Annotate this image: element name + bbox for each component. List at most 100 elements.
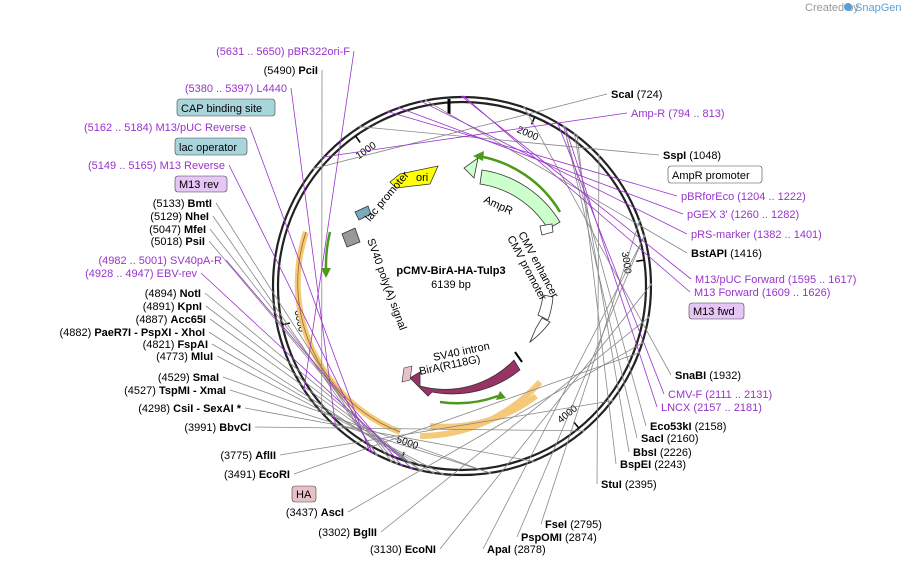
primer-range: (1260 .. 1282): [731, 209, 800, 221]
site-dot: [390, 460, 393, 463]
ampr-promoter-label-box: [667, 165, 763, 184]
enzyme-label-smai: (4529) SmaI: [158, 372, 219, 384]
enzyme-position: (1048): [689, 150, 721, 162]
enzyme-name: SmaI: [193, 372, 219, 384]
plasmid-length: 6139 bp: [431, 279, 471, 291]
leader-line: [516, 235, 645, 538]
primer-name: M13/pUC Reverse: [156, 122, 246, 134]
leader-line: [290, 87, 337, 427]
enzyme-name: BspEI: [620, 459, 654, 471]
enzyme-position: (4527): [124, 385, 159, 397]
enzyme-name: EcoRI: [259, 469, 290, 481]
site-dot: [400, 463, 403, 467]
leader-line: [323, 112, 628, 158]
site-dot: [488, 471, 491, 475]
leader-line: [574, 134, 630, 453]
tick-mark: [354, 135, 361, 143]
enzyme-position: (3130): [370, 544, 405, 556]
sv40-intron-marker: [514, 351, 523, 363]
site-dot: [410, 466, 413, 470]
enzyme-position: (3991): [184, 422, 219, 434]
site-dot: [597, 154, 601, 157]
tick-mark: [281, 322, 291, 326]
leader-line: [212, 215, 378, 455]
primer-name: pBRforEco: [681, 191, 737, 203]
leader-line: [464, 96, 691, 293]
primer-name: M13/pUC Forward: [695, 274, 788, 286]
site-dot: [302, 388, 306, 391]
enzyme-position: (3302): [318, 527, 353, 539]
primer-label: CMV-F (2111 .. 2131): [668, 389, 772, 401]
primer-range: (1609 .. 1626): [762, 287, 831, 299]
enzyme-label-bstapi: BstAPI (1416): [691, 248, 762, 260]
primer-name: M13 Reverse: [160, 160, 225, 172]
leader-line: [303, 50, 355, 390]
enzyme-name: TspMI: [159, 385, 190, 397]
enzyme-name: ScaI: [611, 89, 637, 101]
enzyme-name: - PspXI: [131, 327, 171, 339]
enzyme-position: (4882): [59, 327, 94, 339]
credit: Created by SnapGene: [805, 2, 902, 14]
enzyme-label-acc65i: (4887) Acc65I: [136, 314, 206, 326]
cmv-promoter-arrow: [529, 317, 551, 344]
leader-line: [254, 426, 584, 432]
site-dot: [334, 425, 337, 428]
enzyme-name: PsiI: [185, 236, 205, 248]
enzyme-name: - XmaI: [190, 385, 226, 397]
cap-label: CAP binding site: [181, 103, 262, 115]
site-dot: [320, 411, 323, 414]
enzyme-position: (2158): [695, 421, 727, 433]
primer-range: (5380 .. 5397): [185, 83, 257, 95]
site-dot: [463, 95, 466, 99]
enzyme-position: (2874): [565, 532, 597, 544]
enzyme-name: NotI: [180, 288, 201, 300]
enzyme-name: NheI: [185, 211, 209, 223]
sv40-polya-arc-lower2: [419, 380, 543, 440]
ha-box: [401, 365, 413, 383]
ampr-promoter-arc: [477, 154, 562, 213]
site-dot: [461, 95, 464, 99]
enzyme-position: (2878): [514, 544, 546, 556]
site-dot: [531, 460, 534, 463]
tick-mark: [573, 421, 580, 429]
sv40-ori-arc: [324, 231, 332, 269]
enzyme-position: (724): [637, 89, 663, 101]
primer-label: pRS-marker (1382 .. 1401): [691, 229, 822, 241]
leader-line: [360, 126, 660, 156]
primer-range: (4928 .. 4947): [85, 268, 157, 280]
enzyme-label-saci: SacI (2160): [641, 433, 698, 445]
lac-promoter-box: [341, 227, 361, 248]
enzyme-label-pspomi: PspOMI (2874): [521, 532, 597, 544]
m13-rev-box: [174, 175, 228, 193]
primer-name: EBV-rev: [157, 268, 198, 280]
site-dot: [397, 106, 401, 110]
enzyme-position: (1416): [730, 248, 762, 260]
enzyme-name: BmtI: [188, 198, 212, 210]
site-dot: [556, 121, 559, 125]
enzyme-name: BbsI: [633, 447, 660, 459]
leader-line: [249, 126, 370, 451]
enzyme-position: (3491): [224, 469, 259, 481]
site-dot: [312, 167, 316, 170]
enzyme-name: ApaI: [487, 544, 514, 556]
m13-rev-label: M13 rev: [179, 179, 219, 191]
tick-mark: [636, 259, 645, 263]
enzyme-position: (4891): [143, 301, 178, 313]
site-dot: [523, 106, 526, 109]
site-dot: [611, 399, 614, 402]
enzyme-name: MfeI: [184, 224, 206, 236]
primer-label: M13/pUC Forward (1595 .. 1617): [695, 274, 856, 286]
leader-line: [565, 127, 658, 408]
site-dot: [420, 100, 423, 103]
site-dot: [638, 219, 641, 223]
enzyme-name: Eco53kI: [650, 421, 695, 433]
primer-label: M13 Forward (1609 .. 1626): [694, 287, 830, 299]
sv40-ori-arrowhead: [321, 268, 331, 278]
cmv-enhancer-arrow: [537, 294, 554, 321]
enzyme-position: (5018): [151, 236, 186, 248]
leader-line: [228, 164, 373, 453]
enzyme-name: AflII: [255, 450, 276, 462]
snapgene-logo-icon: [844, 3, 852, 11]
enzyme-name: KpnI: [178, 301, 202, 313]
ampr-arrow: [479, 169, 561, 230]
